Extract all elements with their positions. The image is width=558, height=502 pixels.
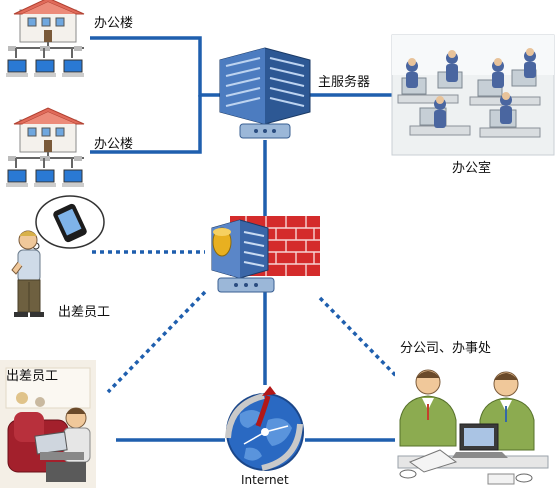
vpn-link-laptop xyxy=(106,290,207,394)
office-icon xyxy=(391,34,555,156)
label-branch-office: 分公司、办事处 xyxy=(400,341,491,356)
server-icon xyxy=(219,47,311,139)
house-network-icon-1 xyxy=(6,0,85,77)
firewall-icon xyxy=(211,216,320,293)
link-building1-server xyxy=(90,36,240,97)
label-office-building-2: 办公楼 xyxy=(94,137,133,152)
person-icon-phone xyxy=(11,195,105,317)
label-main-server: 主服务器 xyxy=(318,74,370,90)
label-traveling-staff-laptop: 出差员工 xyxy=(6,369,58,384)
label-internet: Internet xyxy=(241,473,289,487)
label-office-building-1: 办公楼 xyxy=(94,16,133,31)
dotted-links xyxy=(92,250,405,394)
label-office-room: 办公室 xyxy=(452,160,491,176)
vpn-link-branch xyxy=(318,296,405,385)
globe-icon xyxy=(225,386,304,471)
person-icon-laptop xyxy=(0,360,96,488)
office-icon-branch xyxy=(395,369,555,490)
link-building2-server xyxy=(90,95,202,154)
house-network-icon-2 xyxy=(6,107,85,187)
label-traveling-staff-phone: 出差员工 xyxy=(58,305,110,320)
